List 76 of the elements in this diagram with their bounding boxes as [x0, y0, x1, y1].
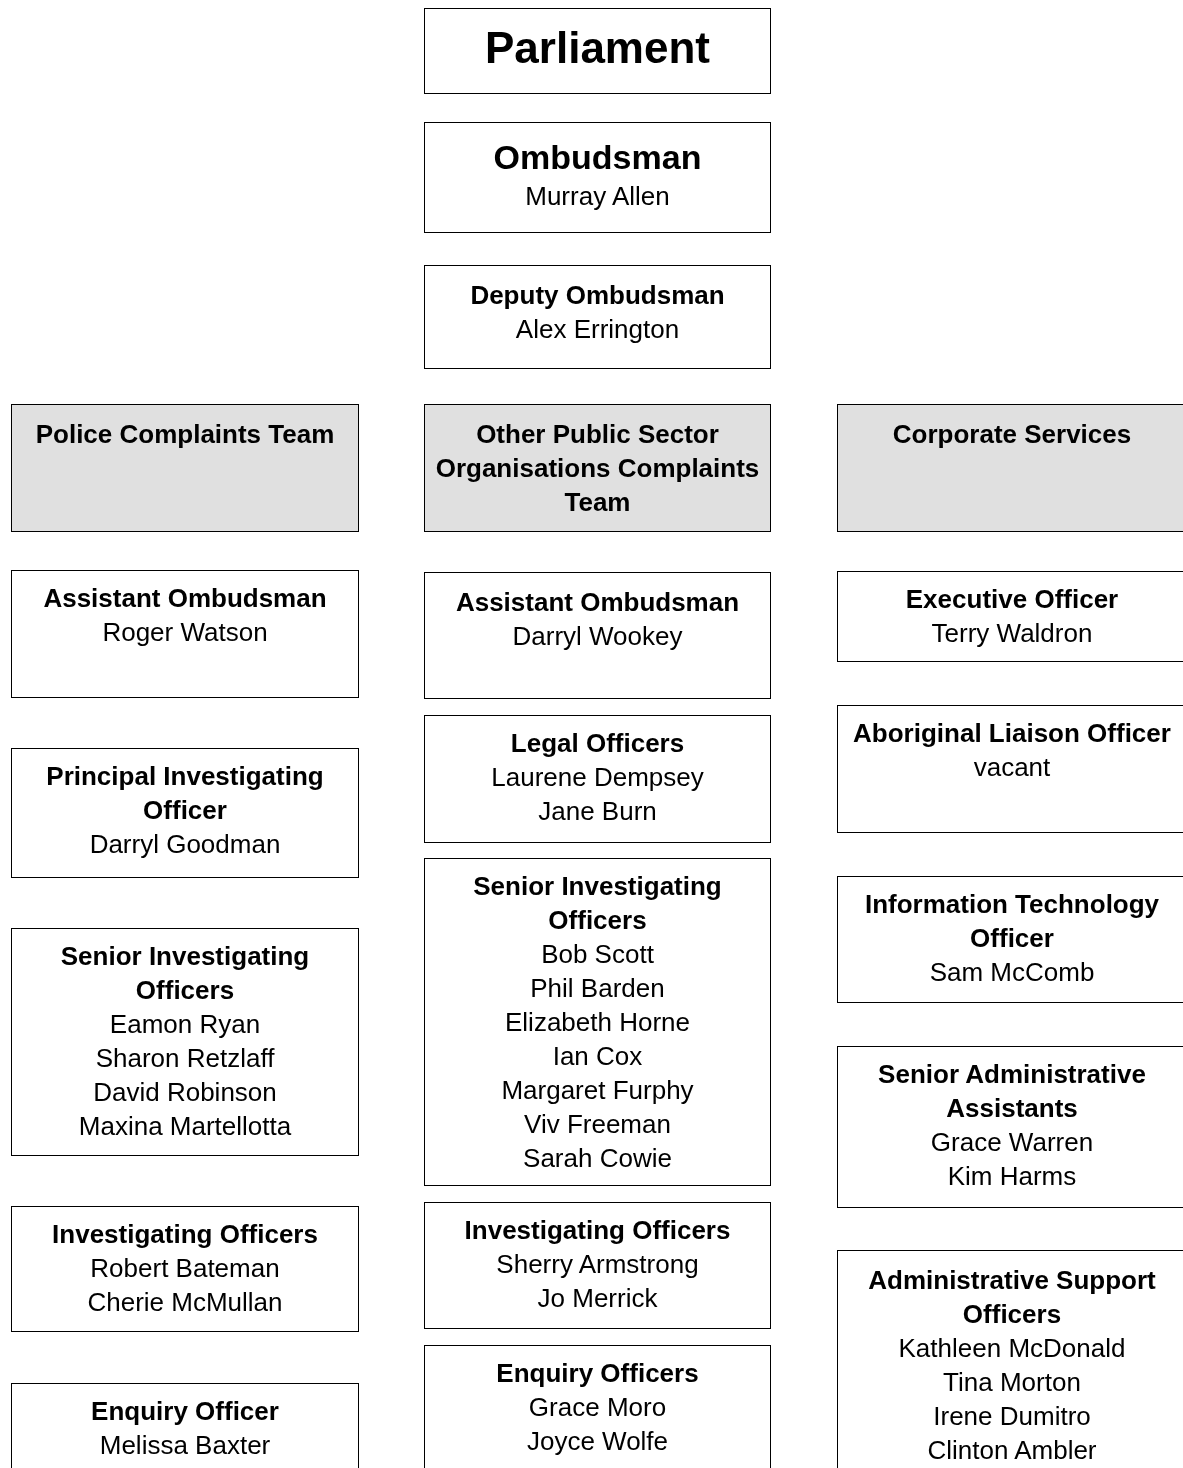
- org-box: [837, 1250, 1183, 1468]
- org-box: [424, 1202, 771, 1329]
- staff-name: Grace Warren: [929, 1126, 1095, 1159]
- org-box: [424, 715, 771, 843]
- role-title: Executive Officer: [904, 583, 1120, 616]
- role-title: Investigating Officers: [463, 1214, 732, 1247]
- staff-name: Darryl Goodman: [88, 828, 282, 861]
- role-title: Principal Investigating Officer: [45, 760, 325, 827]
- org-box: [424, 265, 771, 369]
- org-box: [837, 705, 1183, 833]
- staff-name: Laurene Dempsey: [490, 761, 705, 794]
- staff-name: Grace Moro: [527, 1391, 668, 1424]
- org-box: [424, 858, 771, 1186]
- role-title: Assistant Ombudsman: [42, 582, 328, 615]
- role-title: Legal Officers: [509, 727, 686, 760]
- role-title: Senior Administrative Assistants: [877, 1058, 1147, 1125]
- org-box: [11, 570, 359, 698]
- org-box: [424, 8, 771, 94]
- staff-name: Margaret Furphy: [500, 1074, 695, 1107]
- staff-name: Alex Errington: [514, 313, 681, 346]
- role-title: Enquiry Officers: [495, 1357, 700, 1390]
- staff-name: Sherry Armstrong: [495, 1248, 700, 1281]
- org-box: [424, 572, 771, 699]
- staff-name: Joyce Wolfe: [525, 1425, 670, 1458]
- staff-name: Ian Cox: [551, 1040, 644, 1073]
- org-box: [424, 122, 771, 233]
- role-title: Aboriginal Liaison Officer: [852, 717, 1172, 750]
- staff-name: Jane Burn: [537, 795, 658, 828]
- staff-name: Elizabeth Horne: [504, 1006, 691, 1039]
- staff-name: Robert Bateman: [89, 1252, 281, 1285]
- role-title: Police Complaints Team: [34, 418, 336, 451]
- staff-name: Melissa Baxter: [98, 1429, 272, 1462]
- staff-name: Murray Allen: [524, 180, 671, 213]
- staff-name: Irene Dumitro: [932, 1400, 1092, 1433]
- org-box: [11, 1383, 359, 1468]
- staff-name: Sam McComb: [928, 956, 1096, 989]
- org-box: [837, 571, 1183, 662]
- org-box: [11, 928, 359, 1156]
- staff-name: Cherie McMullan: [86, 1286, 284, 1319]
- staff-name: Darryl Wookey: [511, 620, 684, 653]
- org-box: [11, 1206, 359, 1332]
- staff-name: Sharon Retzlaff: [94, 1042, 276, 1075]
- role-title: Deputy Ombudsman: [469, 279, 726, 312]
- staff-name: Phil Barden: [529, 972, 666, 1005]
- role-title: Parliament: [484, 22, 711, 74]
- role-title: Corporate Services: [891, 418, 1133, 451]
- role-title: Senior Investigating Officers: [472, 870, 723, 937]
- staff-name: Jo Merrick: [536, 1282, 659, 1315]
- org-box: [837, 876, 1183, 1003]
- team-header-box: [837, 404, 1183, 532]
- staff-name: Roger Watson: [101, 616, 269, 649]
- staff-name: Bob Scott: [540, 938, 655, 971]
- role-title: Information Technology Officer: [863, 888, 1161, 955]
- role-title: Other Public Sector Organisations Complaints Team: [434, 418, 761, 519]
- staff-name: Tina Morton: [942, 1366, 1082, 1399]
- org-box: [424, 1345, 771, 1468]
- staff-name: David Robinson: [92, 1076, 278, 1109]
- team-header-box: [424, 404, 771, 532]
- role-title: Enquiry Officer: [90, 1395, 280, 1428]
- staff-name: Clinton Ambler: [926, 1434, 1098, 1467]
- staff-name: Sarah Cowie: [522, 1142, 673, 1175]
- role-title: Investigating Officers: [51, 1218, 319, 1251]
- role-title: Assistant Ombudsman: [454, 586, 741, 619]
- staff-name: Kathleen McDonald: [897, 1332, 1127, 1365]
- staff-name: Maxina Martellotta: [77, 1110, 293, 1143]
- org-box: [11, 748, 359, 878]
- staff-name: Viv Freeman: [523, 1108, 672, 1141]
- role-title: Administrative Support Officers: [867, 1264, 1157, 1331]
- staff-name: Eamon Ryan: [108, 1008, 262, 1041]
- staff-name: vacant: [972, 751, 1052, 784]
- team-header-box: [11, 404, 359, 532]
- org-box: [837, 1046, 1183, 1208]
- role-title: Senior Investigating Officers: [59, 940, 311, 1007]
- staff-name: Kim Harms: [946, 1160, 1078, 1193]
- staff-name: Terry Waldron: [930, 617, 1094, 650]
- role-title: Ombudsman: [492, 137, 703, 178]
